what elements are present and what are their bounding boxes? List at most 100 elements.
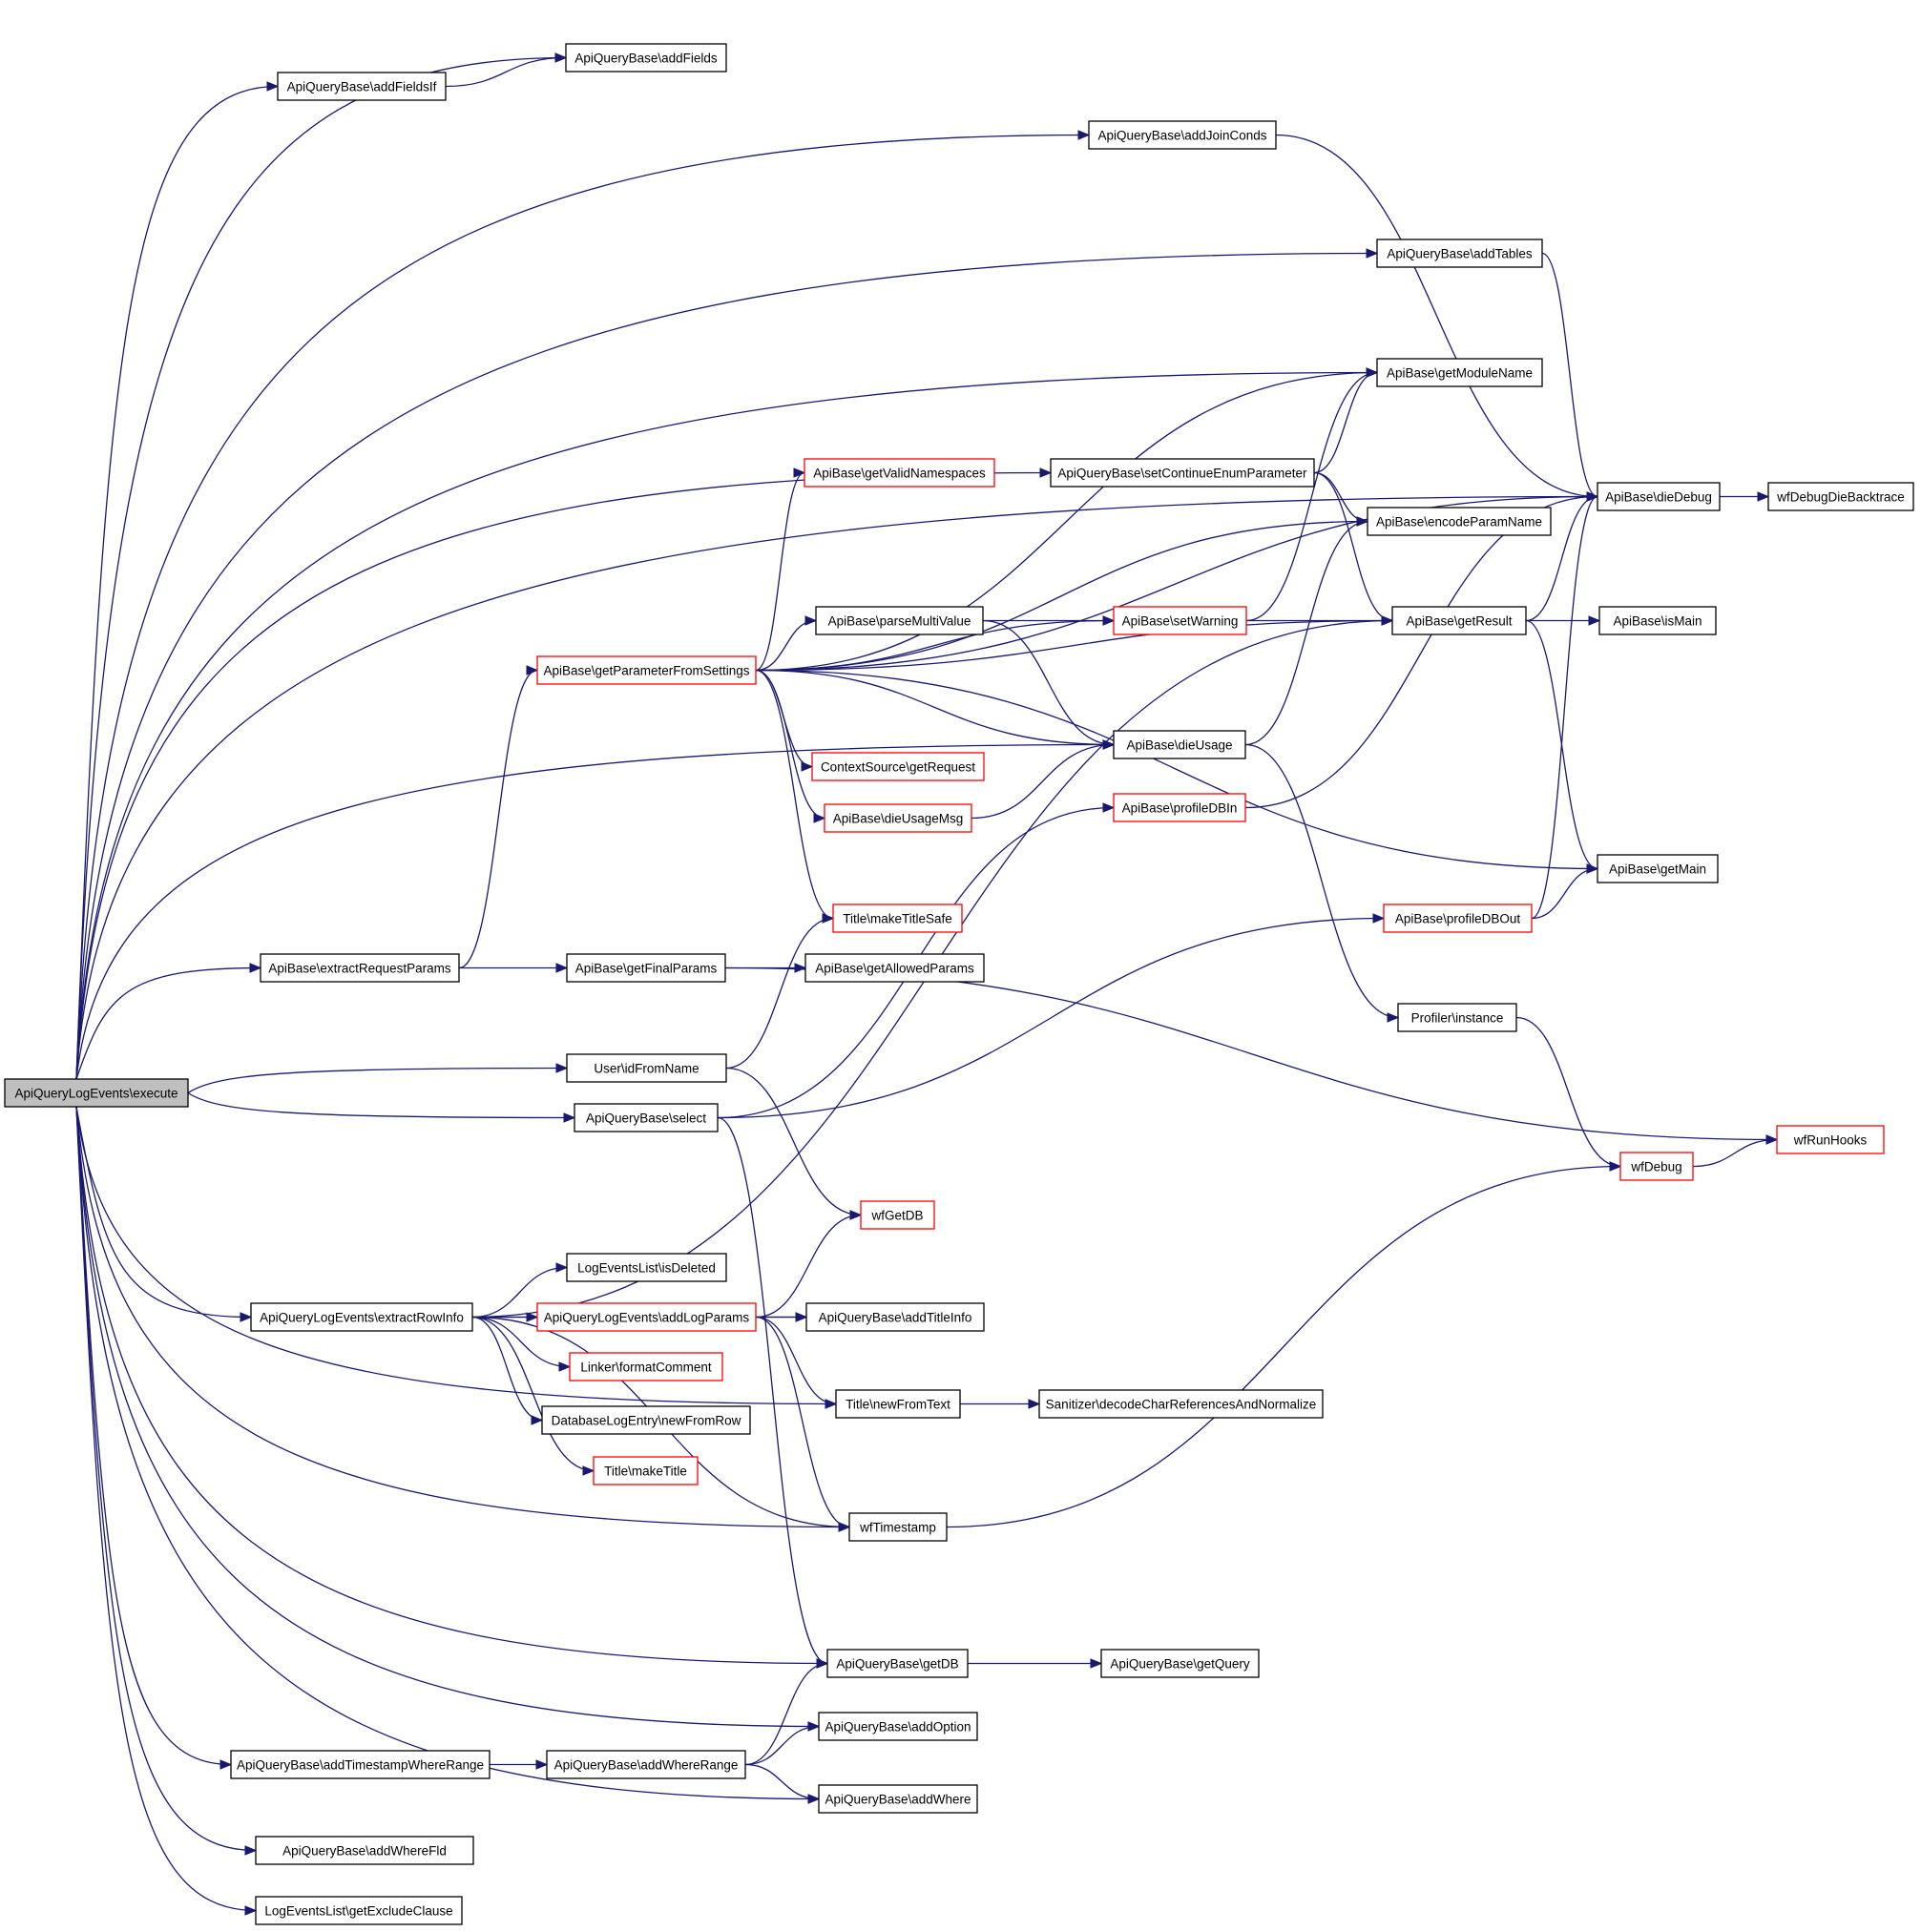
node-box[interactable] <box>1597 854 1719 883</box>
node-box[interactable] <box>1088 120 1277 150</box>
node-parse-multi-value[interactable]: ApiBase\parseMultiValue <box>815 606 984 635</box>
node-box[interactable] <box>860 1200 935 1230</box>
node-get-result[interactable]: ApiBase\getResult <box>1391 606 1527 635</box>
node-box[interactable] <box>824 803 972 833</box>
node-box[interactable] <box>255 1896 463 1925</box>
node-box[interactable] <box>541 1405 751 1435</box>
node-box[interactable] <box>569 1352 723 1381</box>
node-new-from-text[interactable]: Title\newFromText <box>835 1389 961 1419</box>
node-make-title[interactable]: Title\makeTitle <box>593 1456 699 1485</box>
node-set-continue-enum-parameter[interactable]: ApiQueryBase\setContinueEnumParameter <box>1050 458 1315 488</box>
node-die-usage[interactable]: ApiBase\dieUsage <box>1113 730 1246 759</box>
node-add-where[interactable]: ApiQueryBase\addWhere <box>818 1784 978 1814</box>
node-box[interactable] <box>805 1302 985 1332</box>
node-make-title-safe[interactable]: Title\makeTitleSafe <box>832 904 963 933</box>
node-box[interactable] <box>1597 482 1721 511</box>
node-get-valid-namespaces[interactable]: ApiBase\getValidNamespaces <box>804 458 995 488</box>
node-box[interactable] <box>1376 239 1543 268</box>
node-box[interactable] <box>835 1389 961 1419</box>
node-add-fields[interactable]: ApiQueryBase\addFields <box>565 43 727 73</box>
node-wf-run-hooks[interactable]: wfRunHooks <box>1776 1125 1885 1154</box>
node-die-debug[interactable]: ApiBase\dieDebug <box>1597 482 1721 511</box>
node-box[interactable] <box>1113 606 1247 635</box>
node-box[interactable] <box>1376 358 1543 387</box>
node-box[interactable] <box>566 953 726 983</box>
node-wf-debug-die-backtrace[interactable]: wfDebugDieBacktrace <box>1767 482 1914 511</box>
node-get-db[interactable]: ApiQueryBase\getDB <box>826 1649 969 1678</box>
node-format-comment[interactable]: Linker\formatComment <box>569 1352 723 1381</box>
node-get-parameter-from-settings[interactable]: ApiBase\getParameterFromSettings <box>536 655 757 685</box>
node-box[interactable] <box>1619 1152 1694 1181</box>
node-get-request[interactable]: ContextSource\getRequest <box>811 752 985 781</box>
node-add-option[interactable]: ApiQueryBase\addOption <box>818 1712 978 1741</box>
node-profile-dbin[interactable]: ApiBase\profileDBIn <box>1113 793 1246 822</box>
node-get-final-params[interactable]: ApiBase\getFinalParams <box>566 953 726 983</box>
node-get-exclude-clause[interactable]: LogEventsList\getExcludeClause <box>255 1896 463 1925</box>
node-box[interactable] <box>1050 458 1315 488</box>
node-box[interactable] <box>815 606 984 635</box>
node-new-from-row[interactable]: DatabaseLogEntry\newFromRow <box>541 1405 751 1435</box>
node-is-deleted[interactable]: LogEventsList\isDeleted <box>566 1253 727 1282</box>
node-root[interactable]: ApiQueryLogEvents\execute <box>4 1078 189 1108</box>
node-add-fields-if[interactable]: ApiQueryBase\addFieldsIf <box>277 72 447 101</box>
node-box[interactable] <box>255 1836 474 1865</box>
node-die-usage-msg[interactable]: ApiBase\dieUsageMsg <box>824 803 972 833</box>
node-select[interactable]: ApiQueryBase\select <box>574 1103 719 1132</box>
node-box[interactable] <box>848 1512 948 1542</box>
node-box[interactable] <box>566 1253 727 1282</box>
node-set-warning[interactable]: ApiBase\setWarning <box>1113 606 1247 635</box>
node-box[interactable] <box>1598 606 1717 635</box>
node-box[interactable] <box>1391 606 1527 635</box>
node-wf-get-db[interactable]: wfGetDB <box>860 1200 935 1230</box>
node-box[interactable] <box>826 1649 969 1678</box>
node-wf-timestamp[interactable]: wfTimestamp <box>848 1512 948 1542</box>
node-box[interactable] <box>546 1750 746 1779</box>
node-profiler-instance[interactable]: Profiler\instance <box>1397 1003 1517 1032</box>
node-box[interactable] <box>804 458 995 488</box>
node-box[interactable] <box>536 1302 757 1332</box>
node-encode-param-name[interactable]: ApiBase\encodeParamName <box>1367 507 1552 536</box>
node-get-allowed-params[interactable]: ApiBase\getAllowedParams <box>804 953 985 983</box>
node-box[interactable] <box>818 1712 978 1741</box>
node-get-main[interactable]: ApiBase\getMain <box>1597 854 1719 883</box>
node-box[interactable] <box>1397 1003 1517 1032</box>
node-decode-char[interactable]: Sanitizer\decodeCharReferencesAndNormali… <box>1038 1389 1324 1419</box>
node-add-title-info[interactable]: ApiQueryBase\addTitleInfo <box>805 1302 985 1332</box>
node-add-tables[interactable]: ApiQueryBase\addTables <box>1376 239 1543 268</box>
node-box[interactable] <box>250 1302 473 1332</box>
node-profile-dbout[interactable]: ApiBase\profileDBOut <box>1383 904 1533 933</box>
node-box[interactable] <box>1113 730 1246 759</box>
node-extract-request-params[interactable]: ApiBase\extractRequestParams <box>260 953 460 983</box>
node-box[interactable] <box>277 72 447 101</box>
node-is-main[interactable]: ApiBase\isMain <box>1598 606 1717 635</box>
node-get-query[interactable]: ApiQueryBase\getQuery <box>1100 1649 1260 1678</box>
node-box[interactable] <box>565 43 727 73</box>
node-box[interactable] <box>1113 793 1246 822</box>
node-box[interactable] <box>4 1078 189 1108</box>
node-get-module-name[interactable]: ApiBase\getModuleName <box>1376 358 1543 387</box>
node-box[interactable] <box>832 904 963 933</box>
node-box[interactable] <box>536 655 757 685</box>
node-box[interactable] <box>593 1456 699 1485</box>
node-add-log-params[interactable]: ApiQueryLogEvents\addLogParams <box>536 1302 757 1332</box>
node-add-timestamp-where-range[interactable]: ApiQueryBase\addTimestampWhereRange <box>230 1750 491 1779</box>
node-box[interactable] <box>811 752 985 781</box>
node-add-join-conds[interactable]: ApiQueryBase\addJoinConds <box>1088 120 1277 150</box>
node-box[interactable] <box>1100 1649 1260 1678</box>
node-id-from-name[interactable]: User\idFromName <box>566 1053 727 1083</box>
node-box[interactable] <box>1776 1125 1885 1154</box>
node-box[interactable] <box>566 1053 727 1083</box>
node-box[interactable] <box>818 1784 978 1814</box>
node-box[interactable] <box>1038 1389 1324 1419</box>
node-box[interactable] <box>1367 507 1552 536</box>
node-add-where-range[interactable]: ApiQueryBase\addWhereRange <box>546 1750 746 1779</box>
node-box[interactable] <box>1383 904 1533 933</box>
node-add-where-fld[interactable]: ApiQueryBase\addWhereFld <box>255 1836 474 1865</box>
node-box[interactable] <box>574 1103 719 1132</box>
node-box[interactable] <box>230 1750 491 1779</box>
node-box[interactable] <box>1767 482 1914 511</box>
node-box[interactable] <box>804 953 985 983</box>
node-box[interactable] <box>260 953 460 983</box>
node-wf-debug[interactable]: wfDebug <box>1619 1152 1694 1181</box>
node-extract-row-info[interactable]: ApiQueryLogEvents\extractRowInfo <box>250 1302 473 1332</box>
